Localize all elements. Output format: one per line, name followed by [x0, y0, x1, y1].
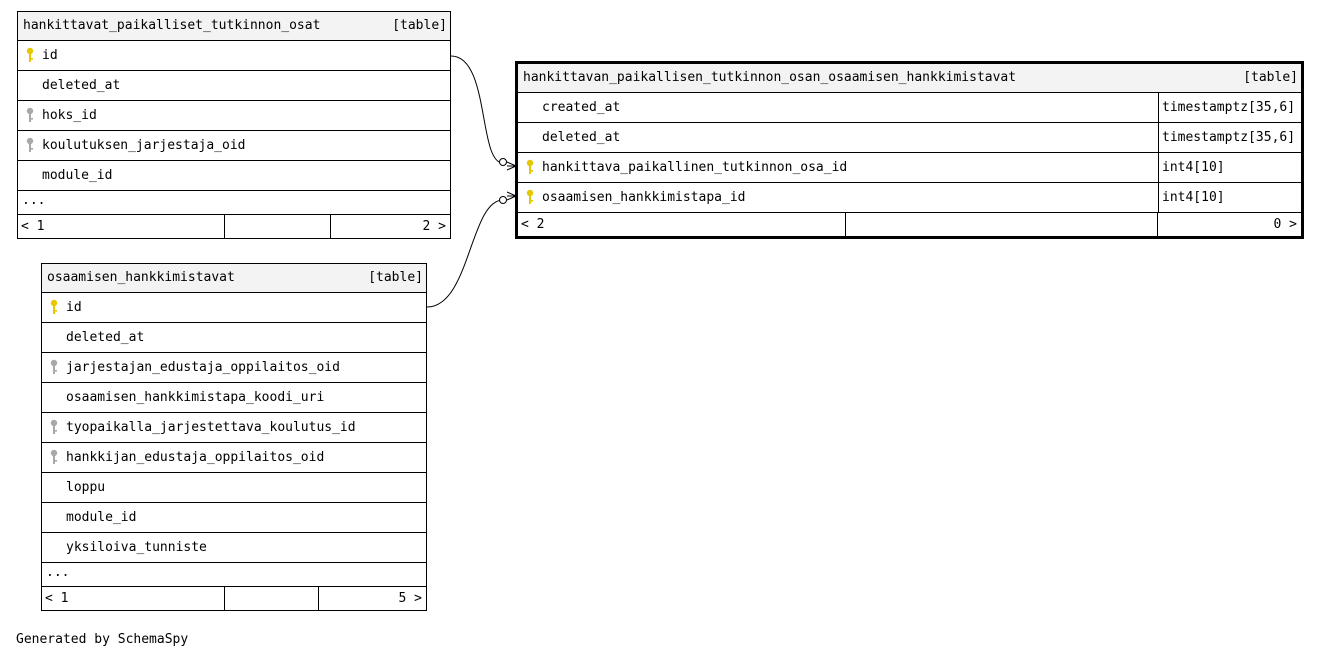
column-row[interactable]: deleted_at: [42, 323, 426, 353]
column-row[interactable]: osaamisen_hankkimistapa_koodi_uri: [42, 383, 426, 413]
foreign-key-icon: [49, 359, 59, 375]
primary-key-icon: [525, 159, 535, 175]
relation-hpto-to-join: [450, 55, 504, 164]
column-name: jarjestajan_edustaja_oppilaitos_oid: [66, 360, 340, 375]
table-kind: [table]: [368, 270, 423, 285]
table-hankittavat-paikalliset-tutkinnon-osat[interactable]: hankittavat_paikalliset_tutkinnon_osat […: [17, 11, 451, 239]
column-row[interactable]: jarjestajan_edustaja_oppilaitos_oid: [42, 353, 426, 383]
children-count: 2 >: [422, 219, 446, 234]
more-columns-text: ...: [46, 565, 70, 580]
table-name[interactable]: hankittavat_paikalliset_tutkinnon_osat: [23, 18, 321, 33]
table-header[interactable]: hankittavat_paikalliset_tutkinnon_osat […: [18, 12, 450, 41]
table-header[interactable]: osaamisen_hankkimistavat [table]: [42, 264, 426, 293]
column-name: module_id: [66, 510, 137, 525]
column-row[interactable]: yksiloiva_tunniste: [42, 533, 426, 563]
column-list: id deleted_at jarjestajan_edustaja_oppilai…: [42, 293, 426, 563]
table-name[interactable]: hankittavan_paikallisen_tutkinnon_osan_o…: [523, 70, 1017, 85]
column-name: hoks_id: [42, 108, 97, 123]
parents-count: < 1: [21, 219, 45, 234]
column-name: deleted_at: [42, 78, 121, 93]
footer-parents[interactable]: < 1: [18, 215, 224, 238]
more-columns: ...: [42, 563, 426, 587]
column-name: deleted_at: [66, 330, 145, 345]
column-row[interactable]: hankittava_paikallinen_tutkinnon_osa_id i…: [518, 153, 1301, 183]
column-row[interactable]: deleted_at timestamptz[35,6]: [518, 123, 1301, 153]
column-row[interactable]: module_id: [42, 503, 426, 533]
column-name: osaamisen_hankkimistapa_id: [542, 190, 746, 205]
column-row[interactable]: loppu: [42, 473, 426, 503]
foreign-key-icon: [25, 107, 35, 123]
column-row[interactable]: module_id: [18, 161, 450, 191]
column-row[interactable]: hankkijan_edustaja_oppilaitos_oid: [42, 443, 426, 473]
column-name: created_at: [542, 100, 621, 115]
column-row[interactable]: tyopaikalla_jarjestettava_koulutus_id: [42, 413, 426, 443]
column-name: osaamisen_hankkimistapa_koodi_uri: [66, 390, 325, 405]
column-row[interactable]: id: [42, 293, 426, 323]
column-name: module_id: [42, 168, 113, 183]
column-name: koulutuksen_jarjestaja_oid: [42, 138, 246, 153]
parents-count: < 2: [521, 217, 545, 232]
table-hankittavan-paikallisen-tutkinnon-osan-osaamisen-hankkimistavat[interactable]: hankittavan_paikallisen_tutkinnon_osan_o…: [515, 61, 1304, 239]
footer-children[interactable]: 2 >: [330, 215, 450, 238]
column-name: id: [42, 48, 58, 63]
column-type: timestamptz[35,6]: [1158, 93, 1301, 122]
column-name: loppu: [66, 480, 106, 495]
children-count: 0 >: [1273, 217, 1297, 232]
table-footer: < 1 5 >: [42, 587, 426, 610]
generated-by-label: Generated by SchemaSpy: [16, 632, 189, 647]
column-list: id deleted_at hoks_id koulutuksen_jarjestaj…: [18, 41, 450, 191]
foreign-key-icon: [49, 449, 59, 465]
column-name: hankkijan_edustaja_oppilaitos_oid: [66, 450, 325, 465]
column-row[interactable]: koulutuksen_jarjestaja_oid: [18, 131, 450, 161]
footer-children[interactable]: 5 >: [318, 587, 426, 610]
footer-middle: [224, 215, 330, 238]
column-type: timestamptz[35,6]: [1158, 123, 1301, 152]
table-footer: < 1 2 >: [18, 215, 450, 238]
footer-children[interactable]: 0 >: [1157, 213, 1301, 236]
parents-count: < 1: [45, 591, 69, 606]
column-row[interactable]: id: [18, 41, 450, 71]
primary-key-icon: [525, 189, 535, 205]
column-list: created_at timestamptz[35,6] deleted_at tim…: [518, 93, 1301, 213]
footer-middle: [224, 587, 318, 610]
column-name: deleted_at: [542, 130, 621, 145]
column-row[interactable]: hoks_id: [18, 101, 450, 131]
footer-middle: [845, 213, 1157, 236]
column-row[interactable]: deleted_at: [18, 71, 450, 101]
table-kind: [table]: [392, 18, 447, 33]
column-row[interactable]: osaamisen_hankkimistapa_id int4[10]: [518, 183, 1301, 213]
column-type: int4[10]: [1158, 183, 1301, 212]
footer-parents[interactable]: < 1: [42, 587, 224, 610]
column-type: int4[10]: [1158, 153, 1301, 182]
column-name: tyopaikalla_jarjestettava_koulutus_id: [66, 420, 356, 435]
children-count: 5 >: [398, 591, 422, 606]
more-columns: ...: [18, 191, 450, 215]
table-name[interactable]: osaamisen_hankkimistavat: [47, 270, 235, 285]
more-columns-text: ...: [22, 193, 46, 208]
primary-key-icon: [49, 299, 59, 315]
primary-key-icon: [25, 47, 35, 63]
table-header[interactable]: hankittavan_paikallisen_tutkinnon_osan_o…: [518, 64, 1301, 93]
table-footer: < 2 0 >: [518, 213, 1301, 236]
table-osaamisen-hankkimistavat[interactable]: osaamisen_hankkimistavat [table] id delet…: [41, 263, 427, 611]
table-kind: [table]: [1243, 70, 1298, 85]
column-name: id: [66, 300, 82, 315]
relation-optional-marker: [499, 158, 507, 166]
column-name: yksiloiva_tunniste: [66, 540, 207, 555]
foreign-key-icon: [25, 137, 35, 153]
column-name: hankittava_paikallinen_tutkinnon_osa_id: [542, 160, 848, 175]
column-row[interactable]: created_at timestamptz[35,6]: [518, 93, 1301, 123]
footer-parents[interactable]: < 2: [518, 213, 845, 236]
relation-optional-marker: [499, 196, 507, 204]
foreign-key-icon: [49, 419, 59, 435]
